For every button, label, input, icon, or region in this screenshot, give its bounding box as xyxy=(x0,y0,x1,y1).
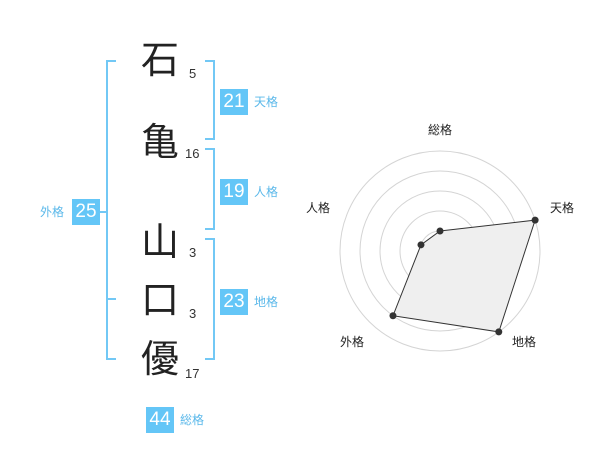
radar-point xyxy=(531,216,539,224)
radar-axis-label-jinkaku: 人格 xyxy=(306,200,330,215)
name-char-1: 石 xyxy=(140,38,179,82)
tenkaku-label: 天格 xyxy=(254,95,279,109)
radar-point xyxy=(389,312,397,320)
gaikaku-label: 外格 xyxy=(40,205,65,219)
radar-points xyxy=(389,216,539,336)
name-char-3: 山 xyxy=(140,220,179,264)
radar-point xyxy=(495,328,503,336)
jinkaku-value-badge: 19 xyxy=(220,179,248,205)
name-char-2: 亀 xyxy=(140,120,179,164)
radar-point xyxy=(417,241,425,249)
stroke-count-1: 5 xyxy=(189,66,197,81)
stroke-count-3: 3 xyxy=(189,245,197,260)
name-char-4: 口 xyxy=(140,278,179,322)
chikaku-label: 地格 xyxy=(254,295,279,309)
name-char-5: 優 xyxy=(140,337,179,381)
soukaku-label: 総格 xyxy=(180,413,205,427)
tenkaku-value-badge: 21 xyxy=(220,89,248,115)
soukaku-value-badge: 44 xyxy=(146,407,174,433)
radar-axis-label-gaikaku: 外格 xyxy=(340,334,364,349)
chikaku-value-badge: 23 xyxy=(220,289,248,315)
radar-axis-label-tenkaku: 天格 xyxy=(550,200,574,215)
stroke-count-4: 3 xyxy=(189,306,197,321)
radar-axis-label-chikaku: 地格 xyxy=(512,334,536,349)
stroke-count-2: 16 xyxy=(185,146,200,161)
radar-point xyxy=(436,227,444,235)
radar-ring xyxy=(339,150,541,352)
stroke-count-5: 17 xyxy=(185,366,200,381)
radar-value-polygon xyxy=(392,219,536,333)
radar-axis-label-soukaku: 総格 xyxy=(428,122,452,137)
gaikaku-value-badge: 25 xyxy=(72,199,100,225)
jinkaku-label: 人格 xyxy=(254,185,279,199)
